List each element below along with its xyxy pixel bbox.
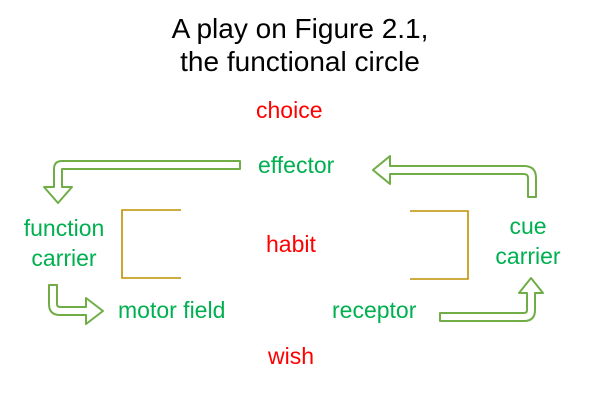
title-line-1: A play on Figure 2.1, xyxy=(171,13,429,44)
effector-label: effector xyxy=(258,152,335,178)
arrow-cue-carrier-to-effector xyxy=(372,155,537,198)
cue-carrier-label: cue carrier xyxy=(478,213,578,269)
function-carrier-line-2: carrier xyxy=(31,245,97,271)
right-bracket xyxy=(410,210,469,280)
arrow-function-carrier-to-motor-field xyxy=(48,284,104,325)
arrow-receptor-to-cue-carrier xyxy=(439,277,544,322)
motor-field-label: motor field xyxy=(118,297,226,323)
wish-label: wish xyxy=(268,343,315,369)
cue-carrier-line-1: cue xyxy=(509,213,547,239)
cue-carrier-line-2: carrier xyxy=(495,243,561,269)
arrow-effector-to-function-carrier xyxy=(43,160,241,204)
left-bracket xyxy=(121,209,181,279)
receptor-label: receptor xyxy=(332,297,417,323)
choice-label: choice xyxy=(256,97,323,123)
habit-label: habit xyxy=(266,231,316,257)
diagram-title: A play on Figure 2.1, the functional cir… xyxy=(0,12,600,78)
function-carrier-line-1: function xyxy=(23,215,105,241)
function-carrier-label: function carrier xyxy=(12,215,116,271)
title-line-2: the functional circle xyxy=(180,46,420,77)
